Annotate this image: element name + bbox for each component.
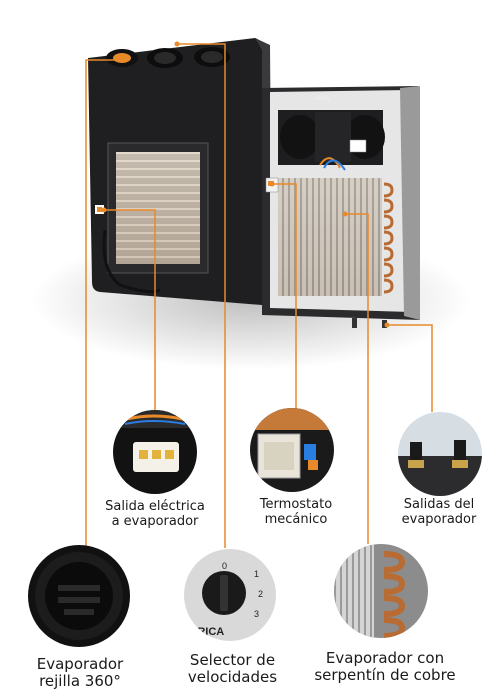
label-speed-selector: Selector de velocidades <box>165 651 300 687</box>
label-thermostat: Termostato mecánico <box>236 497 356 528</box>
label-line: rejilla 360° <box>39 672 121 691</box>
dial-mark-0: 0 <box>222 561 227 571</box>
dial-mark-2: 2 <box>258 589 263 599</box>
label-line: Termostato <box>259 497 333 512</box>
label-line: a evaporador <box>111 513 199 529</box>
electrical-outlet-detail-image <box>113 410 197 494</box>
label-line: serpentín de cobre <box>314 666 456 685</box>
label-line: Evaporador con <box>325 649 445 667</box>
label-line: Salida eléctrica <box>105 499 205 514</box>
evaporator-outlets-detail-image <box>398 412 482 496</box>
label-line: Evaporador <box>36 655 124 673</box>
label-line: velocidades <box>187 668 278 687</box>
label-copper-coil: Evaporador con serpentín de cobre <box>300 649 470 685</box>
vent-360-detail-image <box>28 545 130 647</box>
copper-coil-detail-image <box>334 544 428 638</box>
label-line: mecánico <box>264 511 328 527</box>
label-line: evaporador <box>401 511 477 527</box>
left-unit <box>88 38 272 305</box>
label-electrical-outlet: Salida eléctrica a evaporador <box>85 499 225 530</box>
speed-selector-detail-image: 0 1 2 3 ERICA <box>184 549 276 641</box>
label-evaporator-outlets: Salidas del evaporador <box>380 497 498 528</box>
label-line: Selector de <box>189 651 276 669</box>
label-line: Salidas del <box>403 497 475 512</box>
thermostat-detail-image <box>250 408 334 492</box>
label-vent-360: Evaporador rejilla 360° <box>10 655 150 691</box>
dial-mark-3: 3 <box>254 609 259 619</box>
dial-mark-1: 1 <box>254 569 259 579</box>
